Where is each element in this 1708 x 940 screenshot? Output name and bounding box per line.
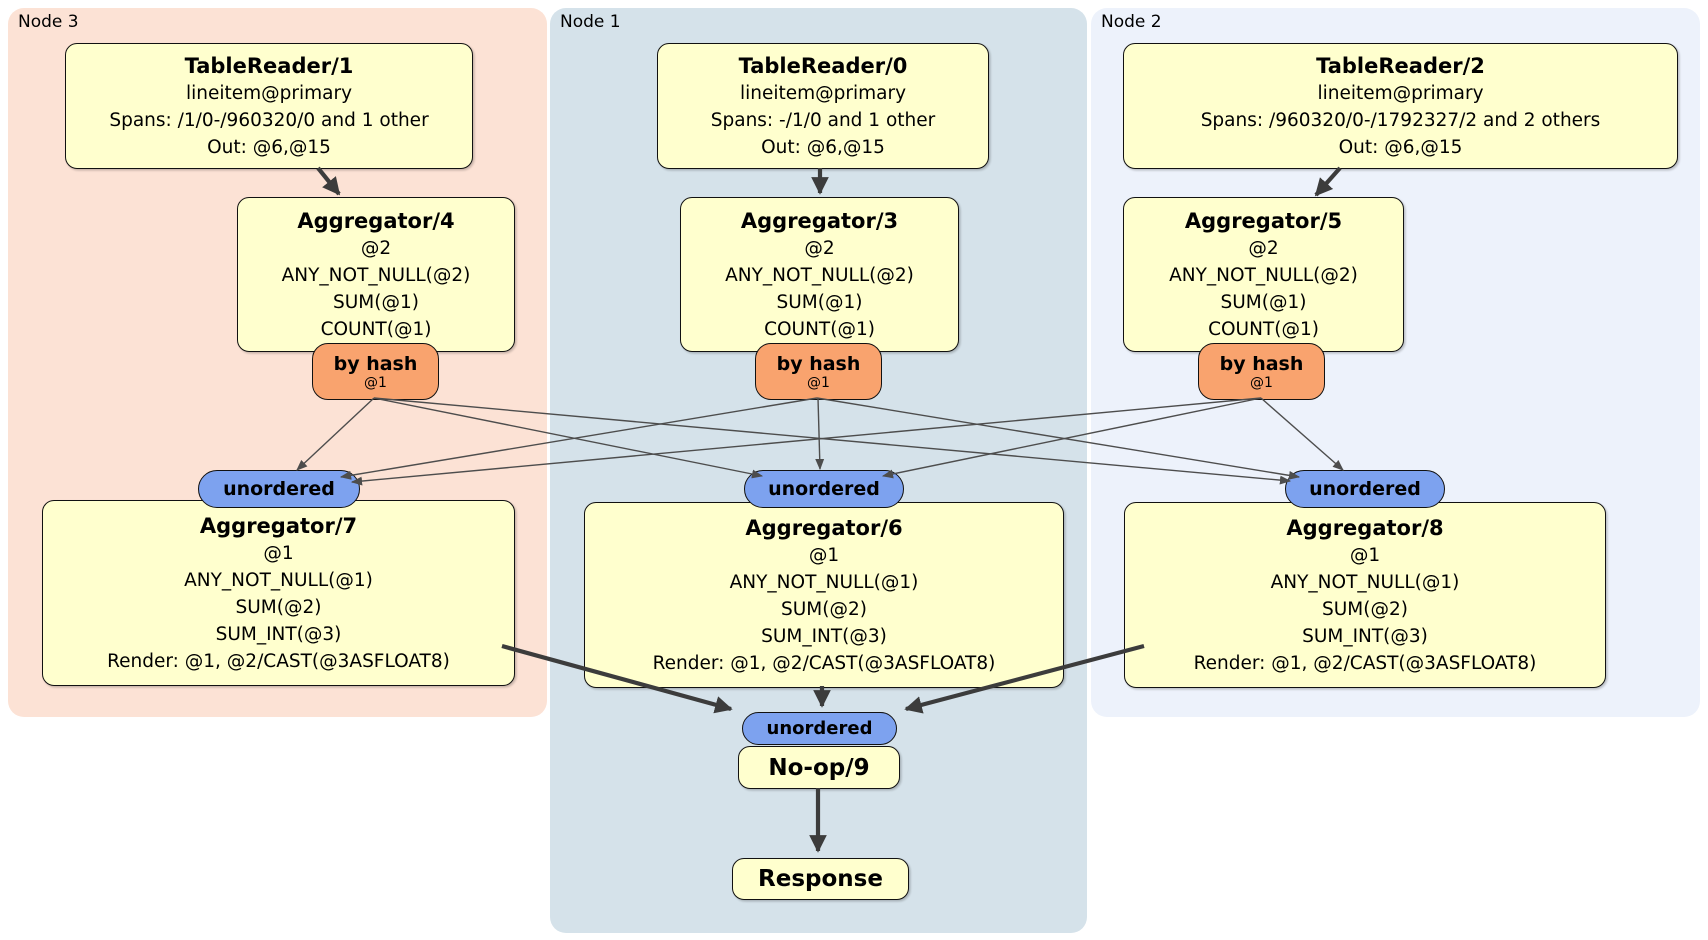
processor-detail: @1 [1349, 544, 1381, 566]
processor-detail: ANY_NOT_NULL(@1) [1270, 571, 1460, 593]
processor-tablereader-2: TableReader/2 lineitem@primary Spans: /9… [1123, 43, 1678, 169]
processor-detail: @1 [808, 544, 840, 566]
processor-no-op-9: No-op/9 [738, 746, 900, 789]
processor-detail: SUM_INT(@3) [1302, 625, 1428, 647]
router-by-hash-4: by hash @1 [312, 343, 439, 400]
processor-aggregator-8: Aggregator/8 @1 ANY_NOT_NULL(@1) SUM(@2)… [1124, 502, 1606, 688]
router-detail: @1 [1250, 374, 1273, 391]
processor-detail: @1 [263, 542, 294, 564]
processor-detail: lineitem@primary [1317, 82, 1484, 104]
router-by-hash-5: by hash @1 [1198, 343, 1325, 400]
processor-response: Response [732, 858, 909, 900]
processor-detail: Out: @6,@15 [1338, 136, 1463, 158]
processor-detail: SUM_INT(@3) [215, 623, 342, 645]
processor-detail: Render: @1, @2/CAST(@3ASFLOAT8) [107, 650, 450, 672]
processor-detail: ANY_NOT_NULL(@2) [725, 264, 914, 286]
processor-detail: SUM(@2) [235, 596, 322, 618]
processor-title: No-op/9 [768, 754, 870, 781]
stream-unordered-6: unordered [744, 470, 904, 508]
processor-detail: Out: @6,@15 [207, 136, 331, 158]
processor-title: Aggregator/4 [297, 208, 455, 233]
processor-aggregator-5: Aggregator/5 @2 ANY_NOT_NULL(@2) SUM(@1)… [1123, 197, 1404, 352]
processor-detail: @2 [360, 237, 392, 259]
processor-detail: @2 [1248, 237, 1279, 259]
region-label-node3: Node 3 [18, 12, 79, 32]
processor-aggregator-3: Aggregator/3 @2 ANY_NOT_NULL(@2) SUM(@1)… [680, 197, 959, 352]
region-label-node2: Node 2 [1101, 12, 1162, 32]
router-label: by hash [776, 352, 861, 375]
processor-title: Aggregator/8 [1286, 515, 1444, 540]
processor-detail: Out: @6,@15 [761, 136, 885, 158]
processor-tablereader-1: TableReader/1 lineitem@primary Spans: /1… [65, 43, 473, 169]
processor-aggregator-7: Aggregator/7 @1 ANY_NOT_NULL(@1) SUM(@2)… [42, 500, 515, 686]
processor-detail: ANY_NOT_NULL(@2) [281, 264, 471, 286]
processor-detail: SUM(@1) [333, 291, 419, 313]
processor-detail: Spans: /1/0-/960320/0 and 1 other [109, 109, 429, 131]
processor-title: TableReader/1 [184, 53, 354, 78]
processor-title: Aggregator/3 [740, 208, 899, 233]
processor-title: Aggregator/5 [1184, 208, 1343, 233]
processor-detail: COUNT(@1) [764, 318, 875, 340]
region-label-node1: Node 1 [560, 12, 621, 32]
processor-detail: SUM(@1) [1220, 291, 1307, 313]
processor-title: Aggregator/6 [745, 515, 903, 540]
stream-unordered-8: unordered [1285, 470, 1445, 508]
router-detail: @1 [807, 374, 830, 391]
processor-detail: COUNT(@1) [320, 318, 432, 340]
processor-title: Aggregator/7 [199, 513, 358, 538]
processor-tablereader-0: TableReader/0 lineitem@primary Spans: -/… [657, 43, 989, 169]
processor-detail: SUM(@2) [1322, 598, 1408, 620]
processor-detail: @2 [804, 237, 835, 259]
router-by-hash-3: by hash @1 [755, 343, 882, 400]
processor-aggregator-6: Aggregator/6 @1 ANY_NOT_NULL(@1) SUM(@2)… [584, 502, 1064, 688]
processor-title: TableReader/2 [1316, 53, 1485, 78]
router-label: by hash [1219, 352, 1304, 375]
processor-detail: Spans: -/1/0 and 1 other [710, 109, 936, 131]
processor-detail: SUM(@2) [781, 598, 867, 620]
processor-detail: ANY_NOT_NULL(@1) [729, 571, 919, 593]
processor-aggregator-4: Aggregator/4 @2 ANY_NOT_NULL(@2) SUM(@1)… [237, 197, 515, 352]
processor-detail: SUM_INT(@3) [761, 625, 887, 647]
processor-detail: Spans: /960320/0-/1792327/2 and 2 others [1200, 109, 1601, 131]
router-label: by hash [333, 352, 418, 375]
processor-detail: SUM(@1) [776, 291, 863, 313]
processor-detail: Render: @1, @2/CAST(@3ASFLOAT8) [652, 652, 996, 674]
processor-detail: Render: @1, @2/CAST(@3ASFLOAT8) [1193, 652, 1537, 674]
processor-title: Response [758, 866, 883, 892]
processor-detail: ANY_NOT_NULL(@2) [1169, 264, 1358, 286]
processor-detail: lineitem@primary [185, 82, 353, 104]
processor-title: TableReader/0 [738, 53, 908, 78]
stream-unordered-7: unordered [198, 470, 360, 508]
processor-detail: lineitem@primary [739, 82, 907, 104]
processor-detail: COUNT(@1) [1208, 318, 1319, 340]
processor-detail: ANY_NOT_NULL(@1) [184, 569, 373, 591]
stream-unordered-final: unordered [742, 712, 897, 745]
router-detail: @1 [364, 374, 387, 391]
